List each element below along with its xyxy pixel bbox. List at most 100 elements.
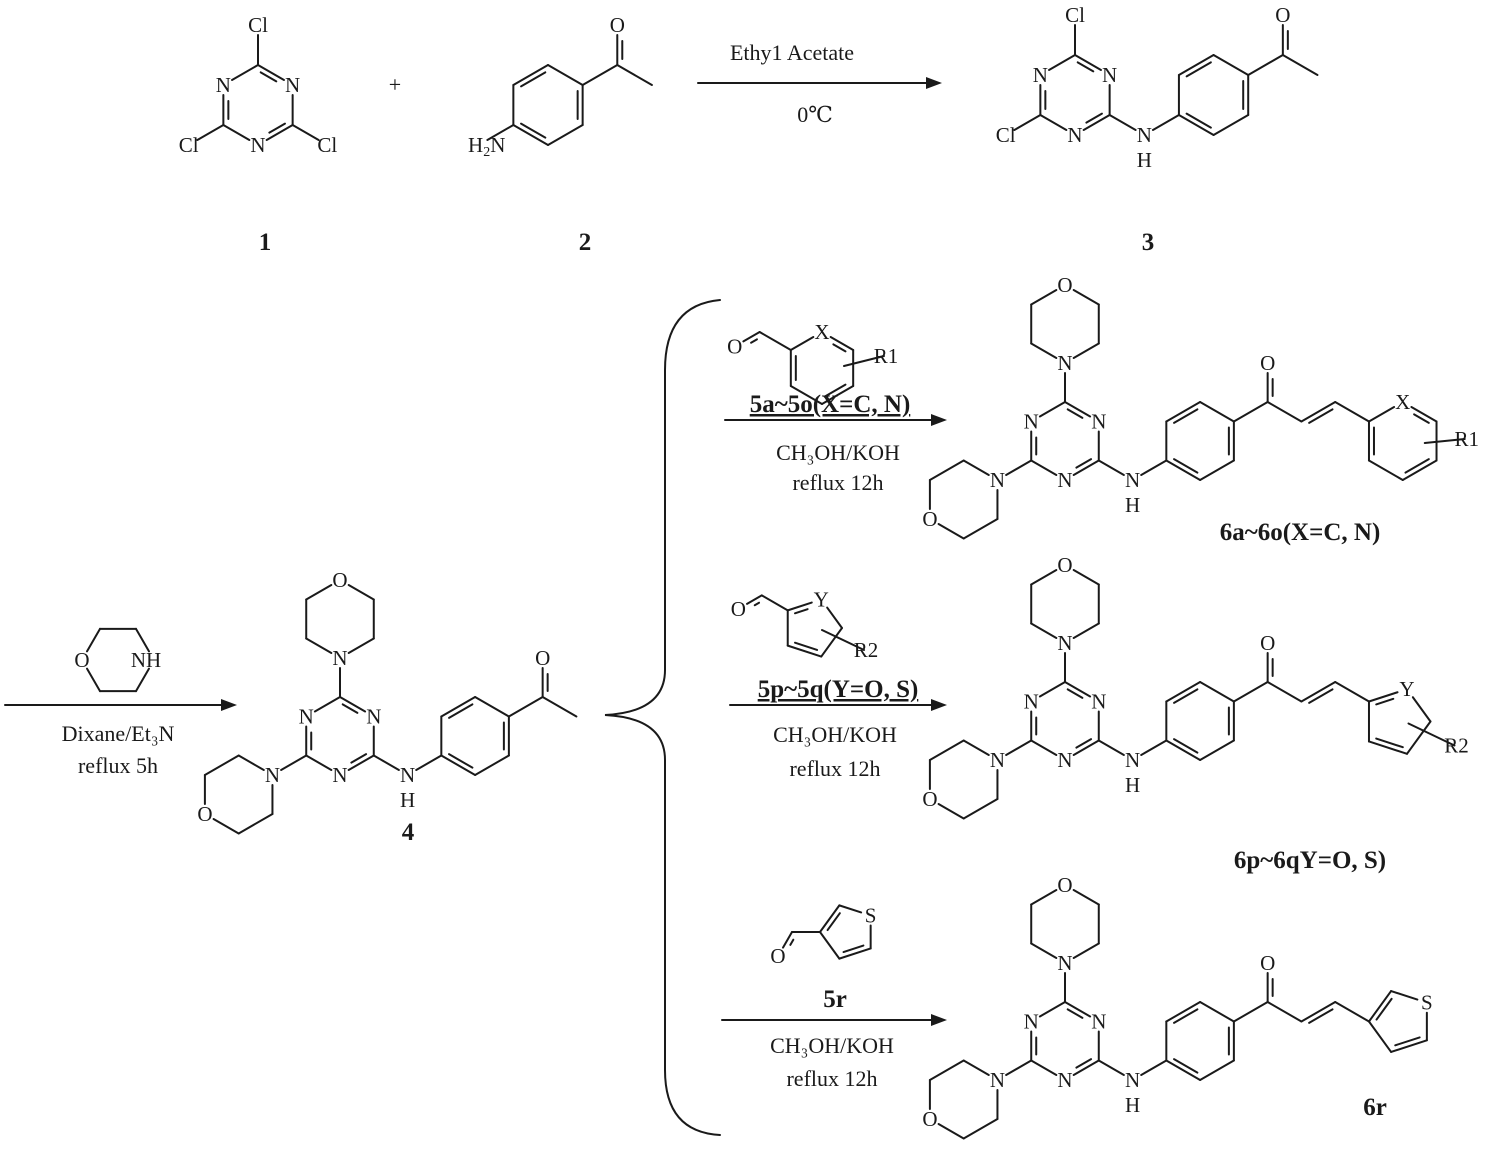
triazine-nitrogen: N (1067, 123, 1082, 147)
arrow-head (931, 699, 947, 711)
triazine-nitrogen: N (1102, 63, 1117, 87)
double-bond (512, 124, 549, 146)
bond (1140, 739, 1168, 756)
double-bond (1165, 401, 1202, 423)
substituent-bond (821, 629, 865, 651)
product-label-6r: 6r (1363, 1094, 1387, 1121)
reagent-label-5p: 5p~5q(Y=O, S) (758, 676, 919, 703)
carbonyl-oxygen: O (610, 13, 625, 37)
bond (1199, 1059, 1235, 1081)
nh-hydrogen: H (400, 788, 415, 812)
double-bond (1072, 1059, 1100, 1076)
double-bond-inner (1173, 1058, 1199, 1074)
double-bond (347, 754, 375, 771)
morpholine-atom: O (1057, 553, 1072, 577)
double-bond (1390, 1039, 1428, 1053)
double-bond (782, 931, 793, 949)
bond (203, 754, 240, 776)
double-bond (1300, 401, 1337, 423)
bond (305, 754, 333, 771)
double-bond-inner (448, 753, 474, 769)
bond (1097, 739, 1125, 756)
double-bond-inner (341, 703, 359, 714)
chlorine: Cl (996, 123, 1016, 147)
bond (1072, 569, 1100, 586)
triazine-nitrogen: N (332, 763, 347, 787)
double-bond (786, 601, 813, 612)
triazine-nitrogen: N (299, 705, 314, 729)
bond (547, 124, 584, 146)
double-bond (1367, 691, 1399, 703)
bond (826, 606, 843, 629)
bond (962, 739, 990, 756)
double-bond-inner (1185, 112, 1212, 129)
double-bond-inner (793, 608, 809, 615)
aldehyde-oxygen: O (731, 597, 746, 621)
bond (789, 336, 815, 351)
substituent-r2: R2 (1444, 733, 1469, 757)
double-bond-inner (1173, 458, 1199, 474)
double-bond (1300, 681, 1337, 703)
bond (347, 584, 375, 601)
double-bond (265, 124, 294, 141)
bond (1030, 622, 1058, 639)
double-bond-inner (1308, 408, 1334, 424)
bond (1199, 459, 1235, 481)
bond (1097, 459, 1125, 476)
double-bond-inner (1066, 1008, 1084, 1019)
nh-hydrogen: H (1137, 148, 1152, 172)
double-bond (746, 594, 763, 605)
double-bond (838, 947, 872, 960)
substituent-r2: R2 (854, 638, 879, 662)
bond (486, 124, 515, 141)
nh-nitrogen: N (1125, 748, 1140, 772)
triazine-nitrogen: N (1057, 1068, 1072, 1092)
double-bond (1367, 740, 1408, 755)
double-bond (819, 904, 841, 933)
double-bond-inner (1076, 61, 1095, 73)
bond (1013, 114, 1042, 131)
chlorine: Cl (1065, 3, 1085, 27)
double-bond-inner (259, 71, 278, 83)
morpholine-atom: N (1057, 631, 1072, 655)
double-bond-inner (1308, 688, 1334, 704)
bond (1334, 401, 1370, 423)
double-bond (1165, 1059, 1202, 1081)
product-label-6p: 6p~6qY=O, S) (1234, 847, 1386, 874)
bond (1072, 622, 1100, 639)
double-bond-inner (1404, 458, 1430, 474)
double-bond-inner (520, 71, 547, 88)
bond (305, 584, 333, 601)
bond (237, 754, 265, 771)
bond (1030, 342, 1058, 359)
triazine-nitrogen: N (285, 73, 300, 97)
bond (1072, 289, 1100, 306)
bond (937, 1123, 965, 1140)
double-bond-inner (842, 944, 865, 954)
bond (1151, 114, 1180, 131)
morpholine-atom: O (332, 568, 347, 592)
bond (1266, 401, 1303, 423)
double-bond-inner (520, 122, 547, 139)
triazine-nitrogen: N (366, 705, 381, 729)
arrow-branch-a (724, 414, 947, 426)
double-bond (1064, 681, 1092, 698)
chlorine: Cl (248, 13, 268, 37)
triazine-nitrogen: N (1091, 410, 1106, 434)
morpholine-atom: N (990, 468, 1005, 492)
bond (1411, 696, 1432, 723)
bond (937, 803, 965, 820)
nh-nitrogen: N (400, 763, 415, 787)
arrow-branch-p (729, 699, 947, 711)
double-bond (339, 696, 367, 713)
double-bond-inner (1413, 413, 1430, 424)
bond (1367, 1020, 1393, 1053)
carbonyl-oxygen: O (535, 646, 550, 670)
bond (1199, 739, 1235, 761)
bond (1097, 1059, 1125, 1076)
morpholine-nh: NH (131, 648, 161, 672)
bond (474, 696, 510, 718)
bond (1072, 942, 1100, 959)
morpholine-atom: O (197, 802, 212, 826)
